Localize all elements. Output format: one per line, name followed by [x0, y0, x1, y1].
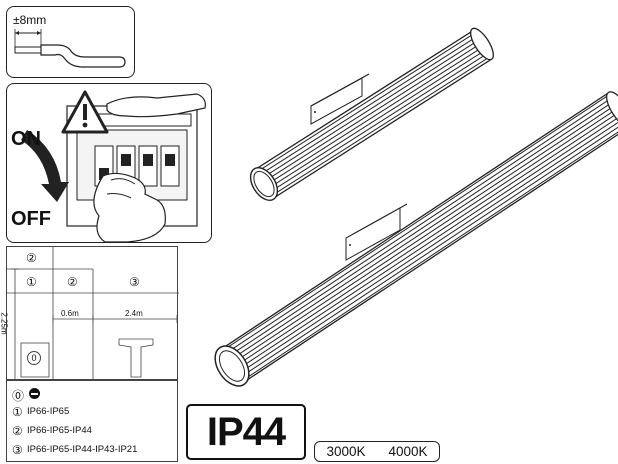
zone-top-label: ②	[26, 251, 37, 265]
legend-row-num: ③	[12, 443, 23, 457]
strip-length-label: ±8mm	[13, 13, 47, 27]
legend-zone0-num: ⓪	[12, 389, 25, 403]
large-lamp	[214, 91, 618, 387]
width-2-dimension-label: 0.6m	[61, 309, 79, 318]
ip-rating-text: IP44	[206, 410, 286, 454]
wire-strip-panel: ±8mm	[6, 6, 135, 78]
on-label: ON	[11, 128, 41, 150]
small-lamp	[249, 27, 494, 201]
legend-row-text: IP66-IP65	[27, 406, 70, 417]
zone-2-label: ②	[67, 275, 78, 289]
off-label: OFF	[11, 208, 51, 230]
legend-row-text: IP66-IP65-IP44-IP43-IP21	[27, 444, 138, 455]
legend-row-num: ②	[12, 424, 23, 438]
width-3-dimension-label: 2.4m	[125, 309, 143, 318]
cool-temperature-label: 4000K	[388, 444, 428, 459]
zones-legend: ⓪ ① IP66-IP65 ② IP66-IP65-IP44 ③ IP66-IP…	[6, 380, 178, 462]
switch-off-panel: ON OFF	[6, 83, 212, 243]
bathroom-zones-diagram: ② ① ② ③ 0 2.25m 0.6m 2.4m	[0, 246, 179, 381]
color-temperature-badge: 3000K 4000K	[314, 441, 440, 462]
zone-0-label: 0	[27, 351, 41, 365]
ip-rating-badge: IP44	[186, 404, 306, 460]
wire-strip-icon	[14, 29, 126, 68]
breaker-illustration	[21, 90, 206, 242]
legend-row-num: ①	[12, 405, 23, 419]
legend-row-text: IP66-IP65-IP44	[27, 425, 92, 436]
zone-3-label: ③	[129, 275, 140, 289]
no-entry-icon	[29, 388, 40, 399]
zone-1-label: ①	[26, 275, 37, 289]
warm-temperature-label: 3000K	[326, 444, 366, 459]
